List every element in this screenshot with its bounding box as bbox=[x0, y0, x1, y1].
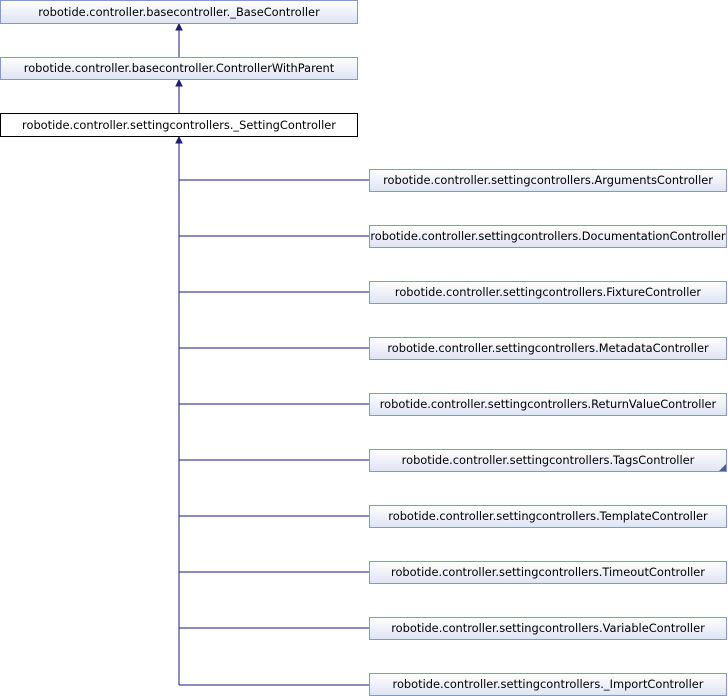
node-label: robotide.controller.settingcontrollers.T… bbox=[402, 453, 695, 467]
node-import-controller[interactable]: robotide.controller.settingcontrollers._… bbox=[369, 673, 727, 696]
node-template-controller[interactable]: robotide.controller.settingcontrollers.T… bbox=[369, 505, 727, 528]
node-label: robotide.controller.settingcontrollers.T… bbox=[388, 509, 708, 523]
arrowhead-setting bbox=[175, 135, 183, 144]
node-returnvalue-controller[interactable]: robotide.controller.settingcontrollers.R… bbox=[369, 393, 727, 416]
node-timeout-controller[interactable]: robotide.controller.settingcontrollers.T… bbox=[369, 561, 727, 584]
node-label: robotide.controller.settingcontrollers.M… bbox=[387, 341, 709, 355]
node-label: robotide.controller.settingcontrollers._… bbox=[22, 118, 336, 132]
node-label: robotide.controller.settingcontrollers.F… bbox=[395, 285, 701, 299]
node-label: robotide.controller.settingcontrollers.V… bbox=[391, 621, 705, 635]
node-label: robotide.controller.basecontroller._Base… bbox=[38, 5, 320, 19]
arrowhead-withparent bbox=[175, 78, 183, 87]
node-label: robotide.controller.settingcontrollers.T… bbox=[391, 565, 705, 579]
node-label: robotide.controller.settingcontrollers.R… bbox=[380, 397, 717, 411]
node-base-controller[interactable]: robotide.controller.basecontroller._Base… bbox=[0, 0, 358, 24]
has-subclasses-corner-icon bbox=[719, 464, 726, 471]
node-documentation-controller[interactable]: robotide.controller.settingcontrollers.D… bbox=[369, 225, 727, 248]
node-variable-controller[interactable]: robotide.controller.settingcontrollers.V… bbox=[369, 617, 727, 640]
node-label: robotide.controller.settingcontrollers.A… bbox=[383, 173, 713, 187]
node-label: robotide.controller.settingcontrollers._… bbox=[393, 677, 704, 691]
node-fixture-controller[interactable]: robotide.controller.settingcontrollers.F… bbox=[369, 281, 727, 304]
edges bbox=[175, 22, 369, 686]
node-setting-controller: robotide.controller.settingcontrollers._… bbox=[0, 113, 358, 137]
node-label: robotide.controller.basecontroller.Contr… bbox=[24, 61, 335, 75]
node-tags-controller[interactable]: robotide.controller.settingcontrollers.T… bbox=[369, 449, 727, 472]
node-arguments-controller[interactable]: robotide.controller.settingcontrollers.A… bbox=[369, 169, 727, 192]
node-metadata-controller[interactable]: robotide.controller.settingcontrollers.M… bbox=[369, 337, 727, 360]
node-label: robotide.controller.settingcontrollers.D… bbox=[370, 229, 726, 243]
node-controller-with-parent[interactable]: robotide.controller.basecontroller.Contr… bbox=[0, 57, 358, 80]
arrowhead-base bbox=[175, 22, 183, 31]
